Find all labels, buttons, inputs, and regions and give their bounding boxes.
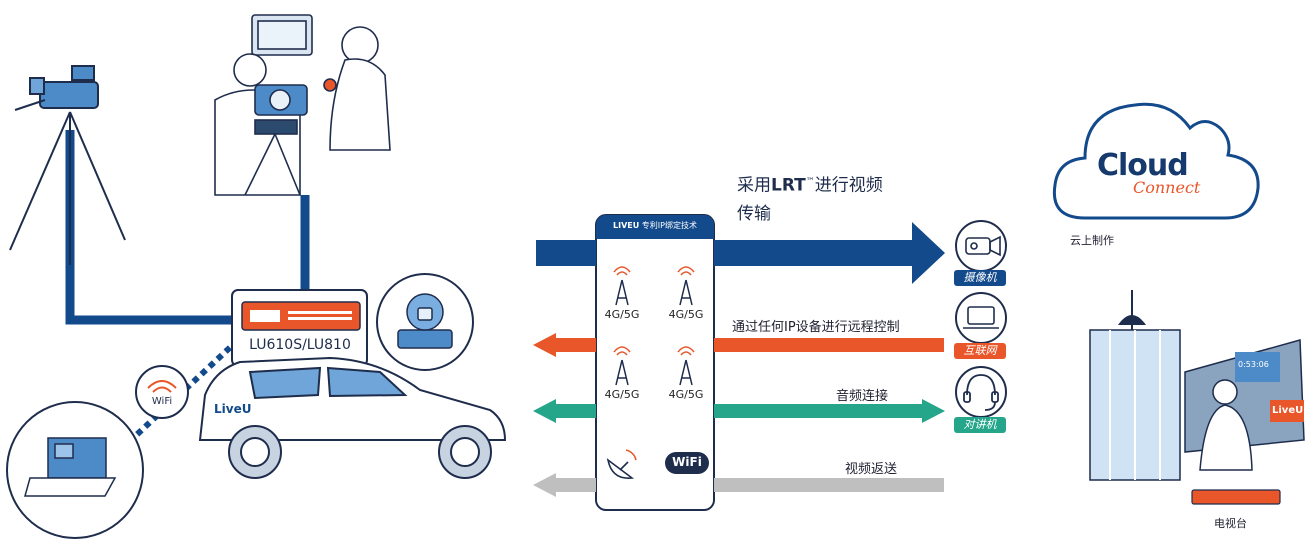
tower-icon-4 xyxy=(677,346,695,386)
car-illustration xyxy=(198,356,507,479)
arrow-remote-control xyxy=(533,333,944,357)
cloud-icon xyxy=(1052,102,1260,220)
camcorder-icon xyxy=(965,235,1001,257)
arrow-video-transmission xyxy=(536,222,945,284)
cell-label-2: 4G/5G xyxy=(668,308,704,321)
screen-logo: LiveU xyxy=(1272,405,1304,416)
cloud-subword: Connect xyxy=(1133,178,1201,197)
headset-icon xyxy=(963,374,999,411)
return-video-label: 视频返送 xyxy=(845,462,898,477)
cloud-caption: 云上制作 xyxy=(1070,234,1114,247)
camcorder-tag: 摄像机 xyxy=(954,270,1006,286)
device-label: LU610S/LU810 xyxy=(249,337,351,353)
camcorder-endpoint xyxy=(955,220,1007,272)
audio-label: 音频连接 xyxy=(836,389,889,404)
tv-station-illustration xyxy=(1089,290,1305,505)
ptz-camera-icon xyxy=(397,293,453,349)
internet-tag: 互联网 xyxy=(954,343,1006,359)
wifi-bubble xyxy=(135,365,189,419)
tower-icon-1 xyxy=(613,266,631,306)
wifi-icon xyxy=(147,380,177,393)
arrow-return-video xyxy=(533,473,944,497)
remote-control-label: 通过任何IP设备进行远程控制 xyxy=(732,320,900,335)
cell-label-1: 4G/5G xyxy=(604,308,640,321)
encoder-unit-icon xyxy=(241,301,361,331)
screen-time: 0:53:06 xyxy=(1238,360,1269,369)
cell-label-3: 4G/5G xyxy=(604,388,640,401)
tower-icon-2 xyxy=(677,266,695,306)
tripod-camera-icon xyxy=(9,65,126,265)
laptop-icon xyxy=(963,306,999,329)
laptop-icon-left xyxy=(24,437,117,497)
news-crew-illustration xyxy=(214,14,391,196)
wifi-bubble-label: WiFi xyxy=(151,396,173,407)
satellite-dish-icon xyxy=(606,449,637,479)
cloud-word: Cloud xyxy=(1097,148,1189,183)
cell-label-4: 4G/5G xyxy=(668,388,704,401)
intercom-tag: 对讲机 xyxy=(954,417,1006,433)
tower-icon-3 xyxy=(613,346,631,386)
station-caption: 电视台 xyxy=(1214,517,1247,530)
wifi-badge-icon xyxy=(665,452,709,474)
arrow-audio xyxy=(533,399,945,423)
main-heading: 采用LRT™进行视频 传输 xyxy=(737,175,883,224)
bonding-panel-title: LIVEU 专利IP绑定技术 xyxy=(613,221,697,230)
wifi-badge-label: WiFi xyxy=(672,455,702,469)
laptop-endpoint xyxy=(955,292,1007,344)
vehicle-logo: LiveU xyxy=(214,402,252,416)
